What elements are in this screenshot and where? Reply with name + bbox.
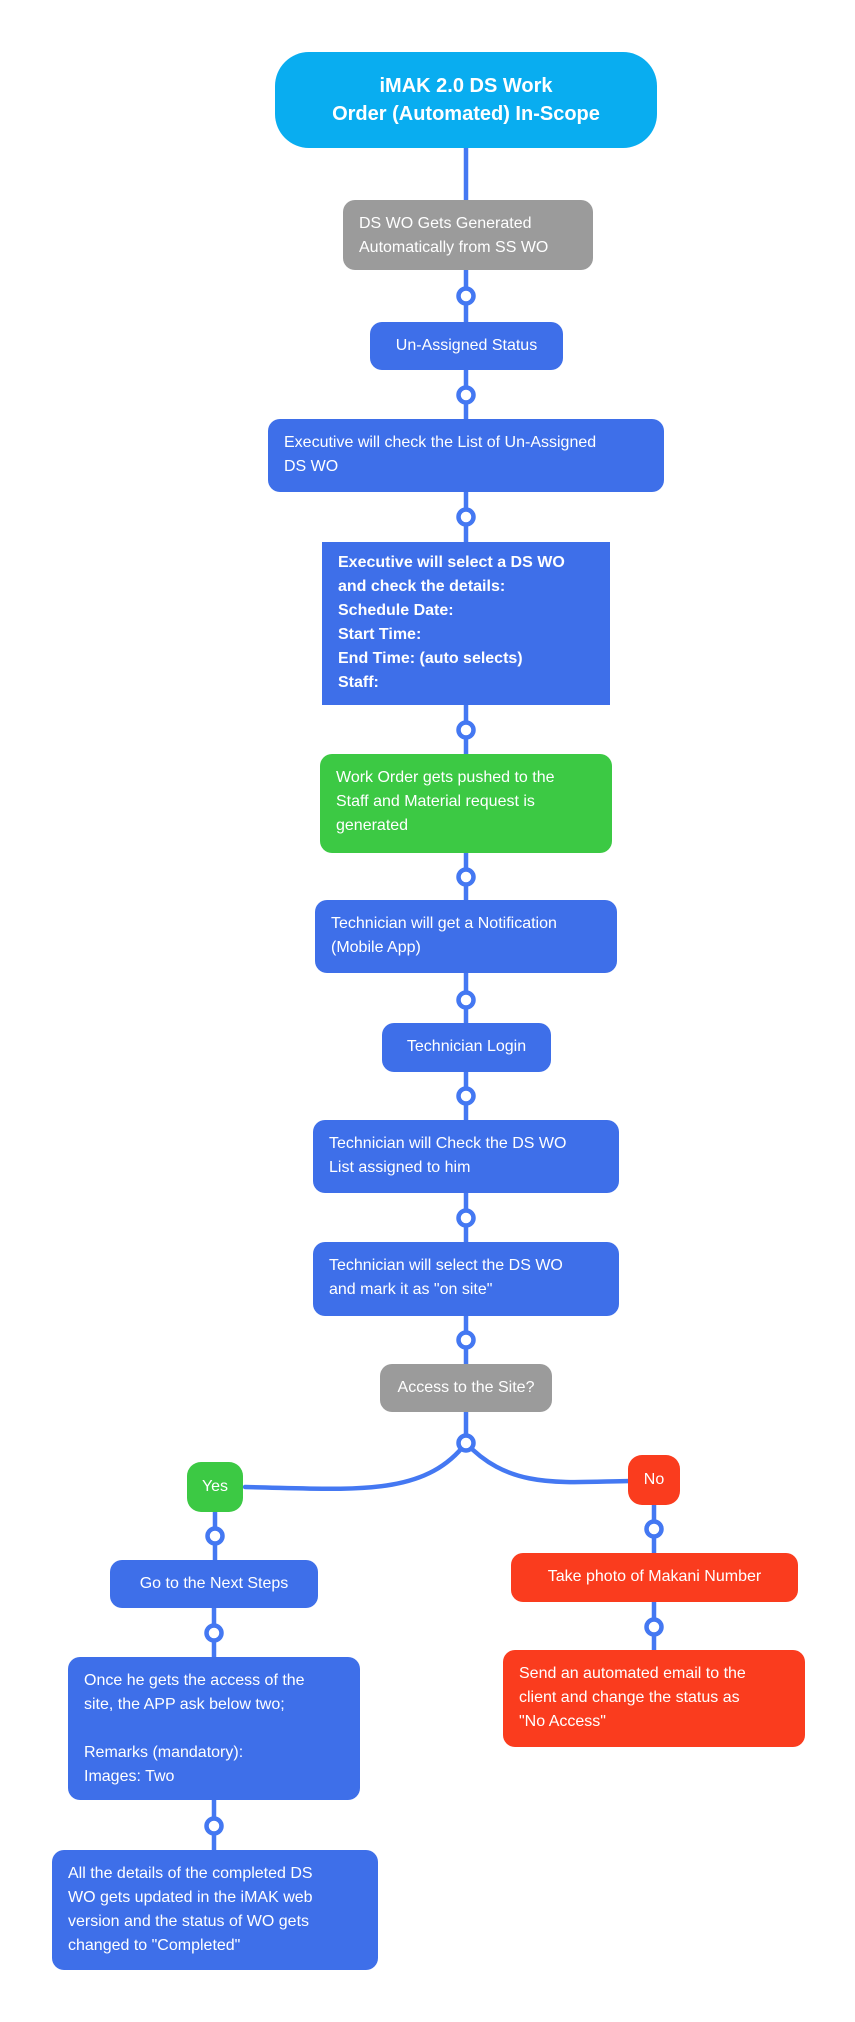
node-text-line: End Time: (auto selects) [338,650,523,667]
node-technician-notification: Technician will get a Notification (Mobi… [315,900,617,973]
node-ds-wo-generated: DS WO Gets Generated Automatically from … [343,200,593,270]
node-technician-login: Technician Login [382,1023,551,1072]
node-text-line: DS WO Gets Generated [359,215,532,232]
connector-junction [456,507,476,527]
connector-junction [456,1433,476,1453]
node-text-line: Images: Two [84,1768,175,1785]
node-take-photo-makani: Take photo of Makani Number [511,1553,798,1602]
node-completed-update: All the details of the completed DS WO g… [52,1850,378,1970]
connector-junction [205,1526,225,1546]
node-text-line: generated [336,817,409,834]
node-text-line: version and the status of WO gets [68,1913,310,1930]
connector-junction [456,1330,476,1350]
node-root: iMAK 2.0 DS Work Order (Automated) In-Sc… [275,52,657,148]
node-next-steps: Go to the Next Steps [110,1560,318,1608]
node-check-unassigned-list: Executive will check the List of Un-Assi… [268,419,664,492]
connector-junction [456,1086,476,1106]
node-text-line: Staff and Material request is [336,793,535,810]
connector-junction [456,720,476,740]
node-text-line: Technician will get a Notification [331,915,557,932]
node-check-assigned-list: Technician will Check the DS WO List ass… [313,1120,619,1193]
connector-junction [456,867,476,887]
connector-junction [204,1623,224,1643]
node-access-question: Access to the Site? [380,1364,552,1412]
node-text-line: Staff: [338,674,379,691]
node-text-line: Technician will Check the DS WO [329,1135,567,1152]
node-text-line: DS WO [284,458,339,475]
connector-junction [456,1208,476,1228]
node-text-line: "No Access" [519,1713,606,1730]
node-text-line: WO gets updated in the iMAK web [68,1889,313,1906]
node-app-ask-two: Once he gets the access of the site, the… [68,1657,360,1800]
node-text-line: changed to "Completed" [68,1937,241,1954]
node-work-order-pushed: Work Order gets pushed to the Staff and … [320,754,612,853]
node-select-ds-wo-details: Executive will select a DS WO and check … [322,542,610,705]
node-no-access-email: Send an automated email to the client an… [503,1650,805,1747]
node-text-line: Remarks (mandatory): [84,1744,244,1761]
connector-junction [644,1617,664,1637]
branch-no: No [628,1455,680,1505]
connector-junction [644,1519,664,1539]
branch-yes: Yes [187,1462,243,1512]
node-text-line: Schedule Date: [338,602,454,619]
node-root-line: iMAK 2.0 DS Work [379,75,553,97]
connector-junction [456,385,476,405]
node-text-line: Send an automated email to the [519,1665,746,1682]
node-text-line: List assigned to him [329,1159,471,1176]
connector-junction [456,286,476,306]
node-text-line: (Mobile App) [331,939,421,956]
node-text-line: Once he gets the access of the [84,1672,305,1689]
connector-branch-no [463,1440,633,1485]
node-text-line: Start Time: [338,626,422,643]
node-unassigned-status: Un-Assigned Status [370,322,563,370]
node-text-line: Work Order gets pushed to the [336,769,555,786]
node-text-line: and check the details: [338,578,506,595]
connector-junction [204,1816,224,1836]
node-text-line: Automatically from SS WO [359,239,549,256]
node-text-line: Executive will check the List of Un-Assi… [284,434,597,451]
node-text-line: site, the APP ask below two; [84,1696,285,1713]
node-text-line: and mark it as "on site" [329,1281,493,1298]
node-text-line: Executive will select a DS WO [338,554,565,571]
node-text-line: All the details of the completed DS [68,1865,313,1882]
connector-junction [456,990,476,1010]
node-text-line: client and change the status as [519,1689,740,1706]
node-root-line: Order (Automated) In-Scope [332,103,600,125]
node-mark-on-site: Technician will select the DS WO and mar… [313,1242,619,1316]
connector-branch-yes [242,1440,469,1492]
node-text-line: Technician will select the DS WO [329,1257,563,1274]
node-text-line [84,1717,344,1741]
